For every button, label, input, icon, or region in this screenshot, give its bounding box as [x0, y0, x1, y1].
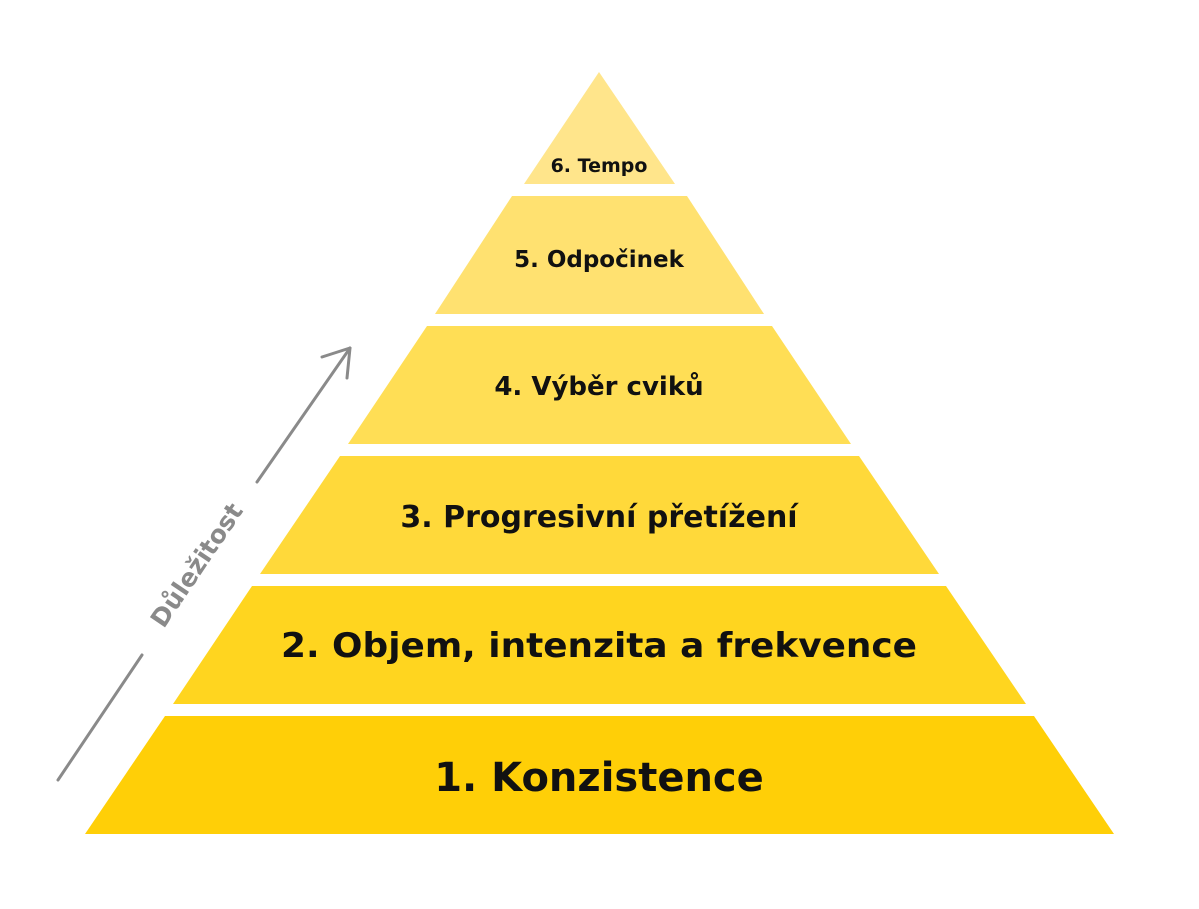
tier-6-label: 6. Tempo [551, 155, 648, 177]
tier-1-label: 1. Konzistence [434, 755, 764, 801]
tier-4-label: 4. Výběr cviků [494, 371, 703, 402]
tier-3: 3. Progresivní přetížení [260, 456, 939, 574]
tier-6: 6. Tempo [524, 72, 675, 184]
tier-5-shape [435, 196, 764, 314]
tier-1: 1. Konzistence [85, 716, 1114, 834]
arrow-lower-segment [56, 653, 144, 782]
arrow-upper-segment [255, 346, 352, 484]
tier-5: 5. Odpočinek [435, 196, 764, 314]
importance-axis-label: Důležitost [145, 498, 249, 633]
tier-3-label: 3. Progresivní přetížení [400, 500, 799, 535]
tier-3-shape [260, 456, 939, 574]
arrow-head-icon [320, 346, 352, 380]
tier-2-label: 2. Objem, intenzita a frekvence [281, 626, 917, 666]
tier-1-shape [85, 716, 1114, 834]
importance-arrow [56, 346, 352, 782]
tier-6-shape [524, 72, 675, 184]
tier-4: 4. Výběr cviků [348, 326, 851, 444]
tier-5-label: 5. Odpočinek [514, 247, 685, 273]
tier-4-shape [348, 326, 851, 444]
tier-2: 2. Objem, intenzita a frekvence [173, 586, 1026, 704]
tier-2-shape [173, 586, 1026, 704]
